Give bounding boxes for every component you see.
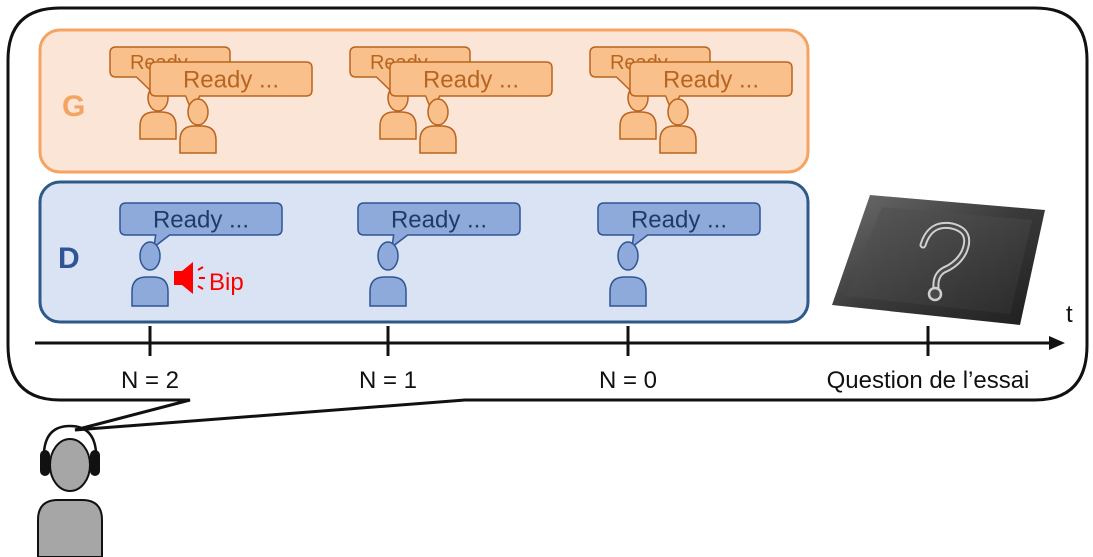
d-speaker: Ready ... (119, 202, 283, 307)
bubble-text: Ready ... (631, 207, 727, 234)
speech-bubble-front: Ready ... (389, 61, 553, 114)
talker (369, 241, 407, 307)
axis-tick-label: N = 0 (599, 367, 657, 394)
g-speaker-cluster: Ready ...Ready ... (589, 46, 793, 154)
speech-bubble-front: Ready ... (149, 61, 313, 114)
time-axis-arrowhead (1049, 336, 1065, 350)
speech-bubble: Ready ... (357, 202, 521, 249)
talker-front (419, 98, 457, 154)
bubble-text: Ready ... (423, 67, 519, 94)
question-screen (832, 195, 1045, 325)
g-label: G (62, 90, 85, 123)
bubble-text: Ready ... (183, 67, 279, 94)
bubble-text: Ready ... (663, 67, 759, 94)
headphones-icon (40, 450, 100, 476)
axis-tick-label: N = 1 (359, 367, 417, 394)
d-label: D (58, 242, 80, 275)
axis-tick-label: Question de l’essai (827, 367, 1030, 394)
d-speaker: Ready ... (597, 202, 761, 307)
time-axis-label: t (1066, 301, 1073, 328)
g-speaker-cluster: Ready ...Ready ... (349, 46, 553, 154)
speech-bubble: Ready ... (119, 202, 283, 249)
speech-bubble: Ready ... (597, 202, 761, 249)
beep-label: Bip (209, 269, 244, 296)
g-speaker-cluster: Ready ...Ready ... (109, 46, 313, 154)
talker (131, 241, 169, 307)
time-axis-ticks: N = 2 N = 1 N = 0 Question de l’essai (121, 326, 1029, 394)
d-speaker: Ready ... (357, 202, 521, 307)
question-mark-icon (919, 221, 971, 302)
speaker-icon (174, 262, 205, 294)
axis-tick-label: N = 2 (121, 367, 179, 394)
bubble-text: Ready ... (391, 207, 487, 234)
talker-front (179, 98, 217, 154)
d-speakers: Ready ... Ready ... Ready ... (119, 202, 761, 307)
g-speaker-clusters: Ready ...Ready ...Ready ...Ready ...Read… (109, 46, 793, 154)
bubble-text: Ready ... (153, 207, 249, 234)
listener-with-headphones (37, 424, 103, 557)
talker (609, 241, 647, 307)
speech-bubble-front: Ready ... (629, 61, 793, 114)
talker-front (659, 98, 697, 154)
